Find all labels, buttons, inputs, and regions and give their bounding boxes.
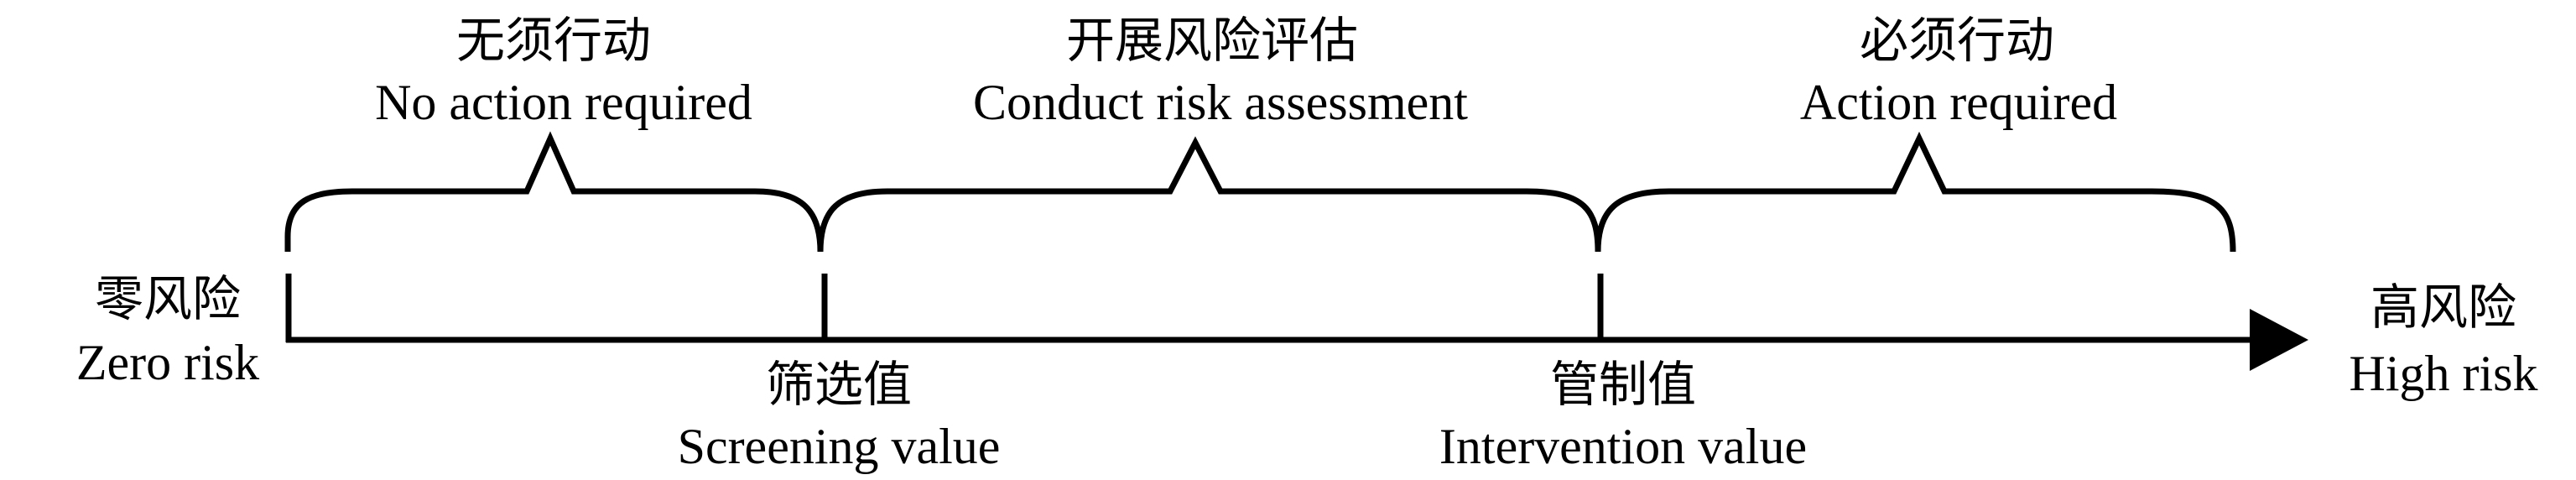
end-high-risk-en: High risk (2349, 346, 2538, 401)
end-high-risk-zh: 高风险 (2370, 280, 2517, 335)
threshold-screening-en: Screening value (677, 419, 1001, 474)
axis-arrowhead (2250, 309, 2308, 371)
range-action-required-zh: 必须行动 (1859, 13, 2055, 68)
range-no-action-en: No action required (375, 75, 752, 130)
brace-risk-assessment (817, 136, 1601, 253)
range-risk-assessment-en: Conduct risk assessment (973, 75, 1468, 130)
end-zero-risk-en: Zero risk (75, 335, 260, 390)
threshold-screening-zh: 筛选值 (765, 357, 913, 412)
end-zero-risk-zh: 零风险 (94, 272, 242, 326)
brace-no-action (284, 131, 824, 253)
range-action-required-en: Action required (1799, 75, 2118, 130)
range-no-action-zh: 无须行动 (455, 13, 652, 68)
brace-action-required (1595, 131, 2236, 253)
range-risk-assessment-zh: 开展风险评估 (1065, 13, 1359, 68)
threshold-intervention-zh: 管制值 (1549, 357, 1697, 412)
threshold-intervention-en: Intervention value (1439, 419, 1808, 474)
